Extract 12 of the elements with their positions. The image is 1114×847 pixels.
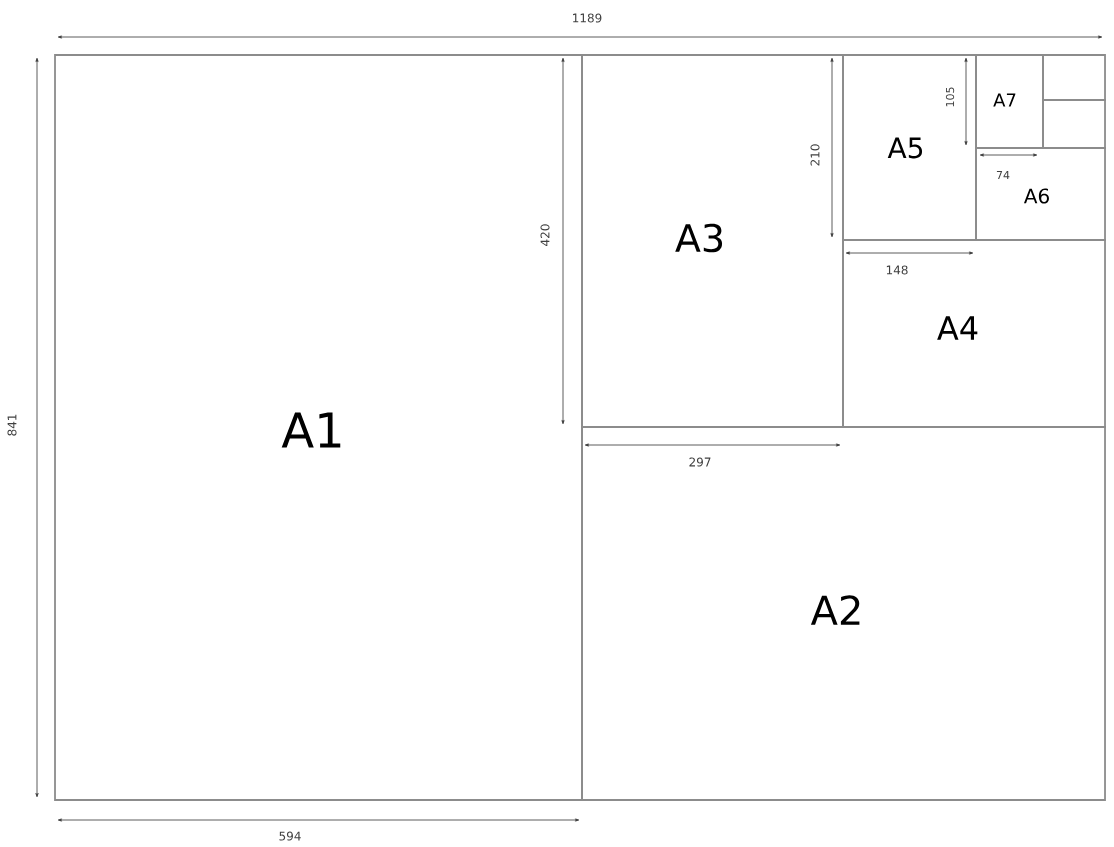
sheet-box: [1042, 54, 1106, 101]
sheet-box: [1042, 99, 1106, 149]
dimension-label: 297: [689, 457, 711, 467]
dimension-label: 148: [886, 265, 908, 275]
dimension-label: 210: [810, 144, 820, 166]
dimension-label: 420: [540, 224, 550, 246]
dimension-label: 74: [996, 171, 1010, 179]
dimension-label: 841: [7, 414, 17, 436]
dimension-label: 1189: [573, 13, 602, 23]
dimension-label: 594: [279, 831, 301, 841]
dimension-label: 105: [945, 87, 955, 107]
sheet-box: A7: [975, 54, 1044, 149]
